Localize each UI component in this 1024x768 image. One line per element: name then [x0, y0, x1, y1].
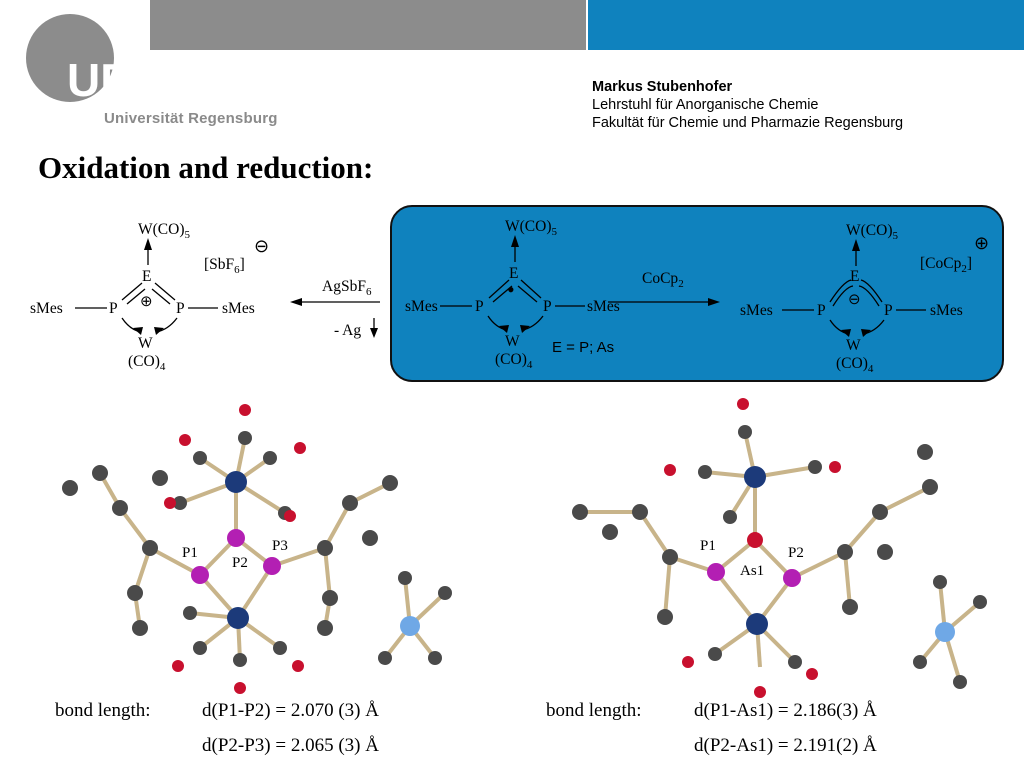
- middle-center-atom: E: [509, 265, 519, 282]
- byproduct-label: - Ag: [334, 322, 362, 339]
- author-block: Markus Stubenhofer Lehrstuhl für Anorgan…: [592, 78, 903, 132]
- left-bond-2: d(P2-P3) = 2.065 (3) Å: [202, 735, 379, 756]
- right-atom-label-p2: P2: [788, 545, 804, 561]
- right-bond-label: bond length:: [546, 700, 642, 721]
- university-name: Universität Regensburg: [104, 110, 278, 127]
- right-bond-1: d(P1-As1) = 2.186(3) Å: [694, 700, 877, 721]
- middle-p-left: P: [475, 298, 484, 315]
- left-substituent-left: sMes: [30, 300, 63, 317]
- header-gray-bar: [150, 0, 586, 50]
- right-molecule-structure: [572, 398, 987, 698]
- left-charge-icon: ⊕: [140, 294, 153, 310]
- right-counterion-charge-icon: ⊕: [974, 233, 990, 253]
- middle-p-right: P: [543, 298, 552, 315]
- reductant-label: CoCp2: [642, 270, 684, 290]
- left-atom-label-p2: P2: [232, 555, 248, 571]
- logo-mark: UR: [67, 54, 133, 106]
- middle-substituent-right: sMes: [587, 298, 620, 315]
- middle-top-group: W(CO)5: [505, 218, 557, 238]
- university-logo-icon: UR: [26, 14, 133, 106]
- element-note: E = P; As: [552, 339, 615, 356]
- right-p-right: P: [884, 302, 893, 319]
- left-counterion: [SbF6]: [204, 256, 245, 276]
- right-substituent-left: sMes: [740, 302, 773, 319]
- right-atom-label-p1: P1: [700, 538, 716, 554]
- author-chair: Lehrstuhl für Anorganische Chemie: [592, 97, 819, 113]
- right-charge-icon: ⊖: [848, 292, 861, 308]
- left-atom-label-p1: P1: [182, 545, 198, 561]
- left-counterion-charge-icon: ⊖: [254, 236, 270, 256]
- left-bond-label: bond length:: [55, 700, 151, 721]
- left-center-atom: E: [142, 268, 152, 285]
- right-top-group: W(CO)5: [846, 222, 898, 242]
- middle-radical-icon: •: [507, 277, 515, 302]
- slide-title: Oxidation and reduction:: [38, 150, 374, 185]
- right-substituent-right: sMes: [930, 302, 963, 319]
- left-top-group: W(CO)5: [138, 221, 190, 241]
- middle-bottom-co: (CO)4: [495, 351, 533, 371]
- left-bottom-co: (CO)4: [128, 353, 166, 373]
- right-bond-2: d(P2-As1) = 2.191(2) Å: [694, 735, 877, 756]
- author-name: Markus Stubenhofer: [592, 79, 733, 95]
- left-p-right: P: [176, 300, 185, 317]
- middle-substituent-left: sMes: [405, 298, 438, 315]
- right-bottom-w: W: [846, 337, 861, 354]
- right-center-atom: E: [850, 268, 860, 285]
- right-counterion: [CoCp2]: [920, 255, 973, 275]
- left-molecule-structure: [62, 404, 452, 694]
- header-blue-bar: [588, 0, 1024, 50]
- middle-bottom-w: W: [505, 333, 520, 350]
- right-atom-label-as1: As1: [740, 563, 765, 579]
- left-atom-label-p3: P3: [272, 538, 288, 554]
- right-p-left: P: [817, 302, 826, 319]
- reaction-scheme-lines: [75, 235, 926, 338]
- author-faculty: Fakultät für Chemie und Pharmazie Regens…: [592, 115, 904, 131]
- oxidant-label: AgSbF6: [322, 278, 372, 298]
- left-bottom-w: W: [138, 335, 153, 352]
- left-bond-1: d(P1-P2) = 2.070 (3) Å: [202, 700, 379, 721]
- highlight-panel: [390, 205, 1004, 382]
- right-bottom-co: (CO)4: [836, 355, 874, 375]
- left-substituent-right: sMes: [222, 300, 255, 317]
- left-p-left: P: [109, 300, 118, 317]
